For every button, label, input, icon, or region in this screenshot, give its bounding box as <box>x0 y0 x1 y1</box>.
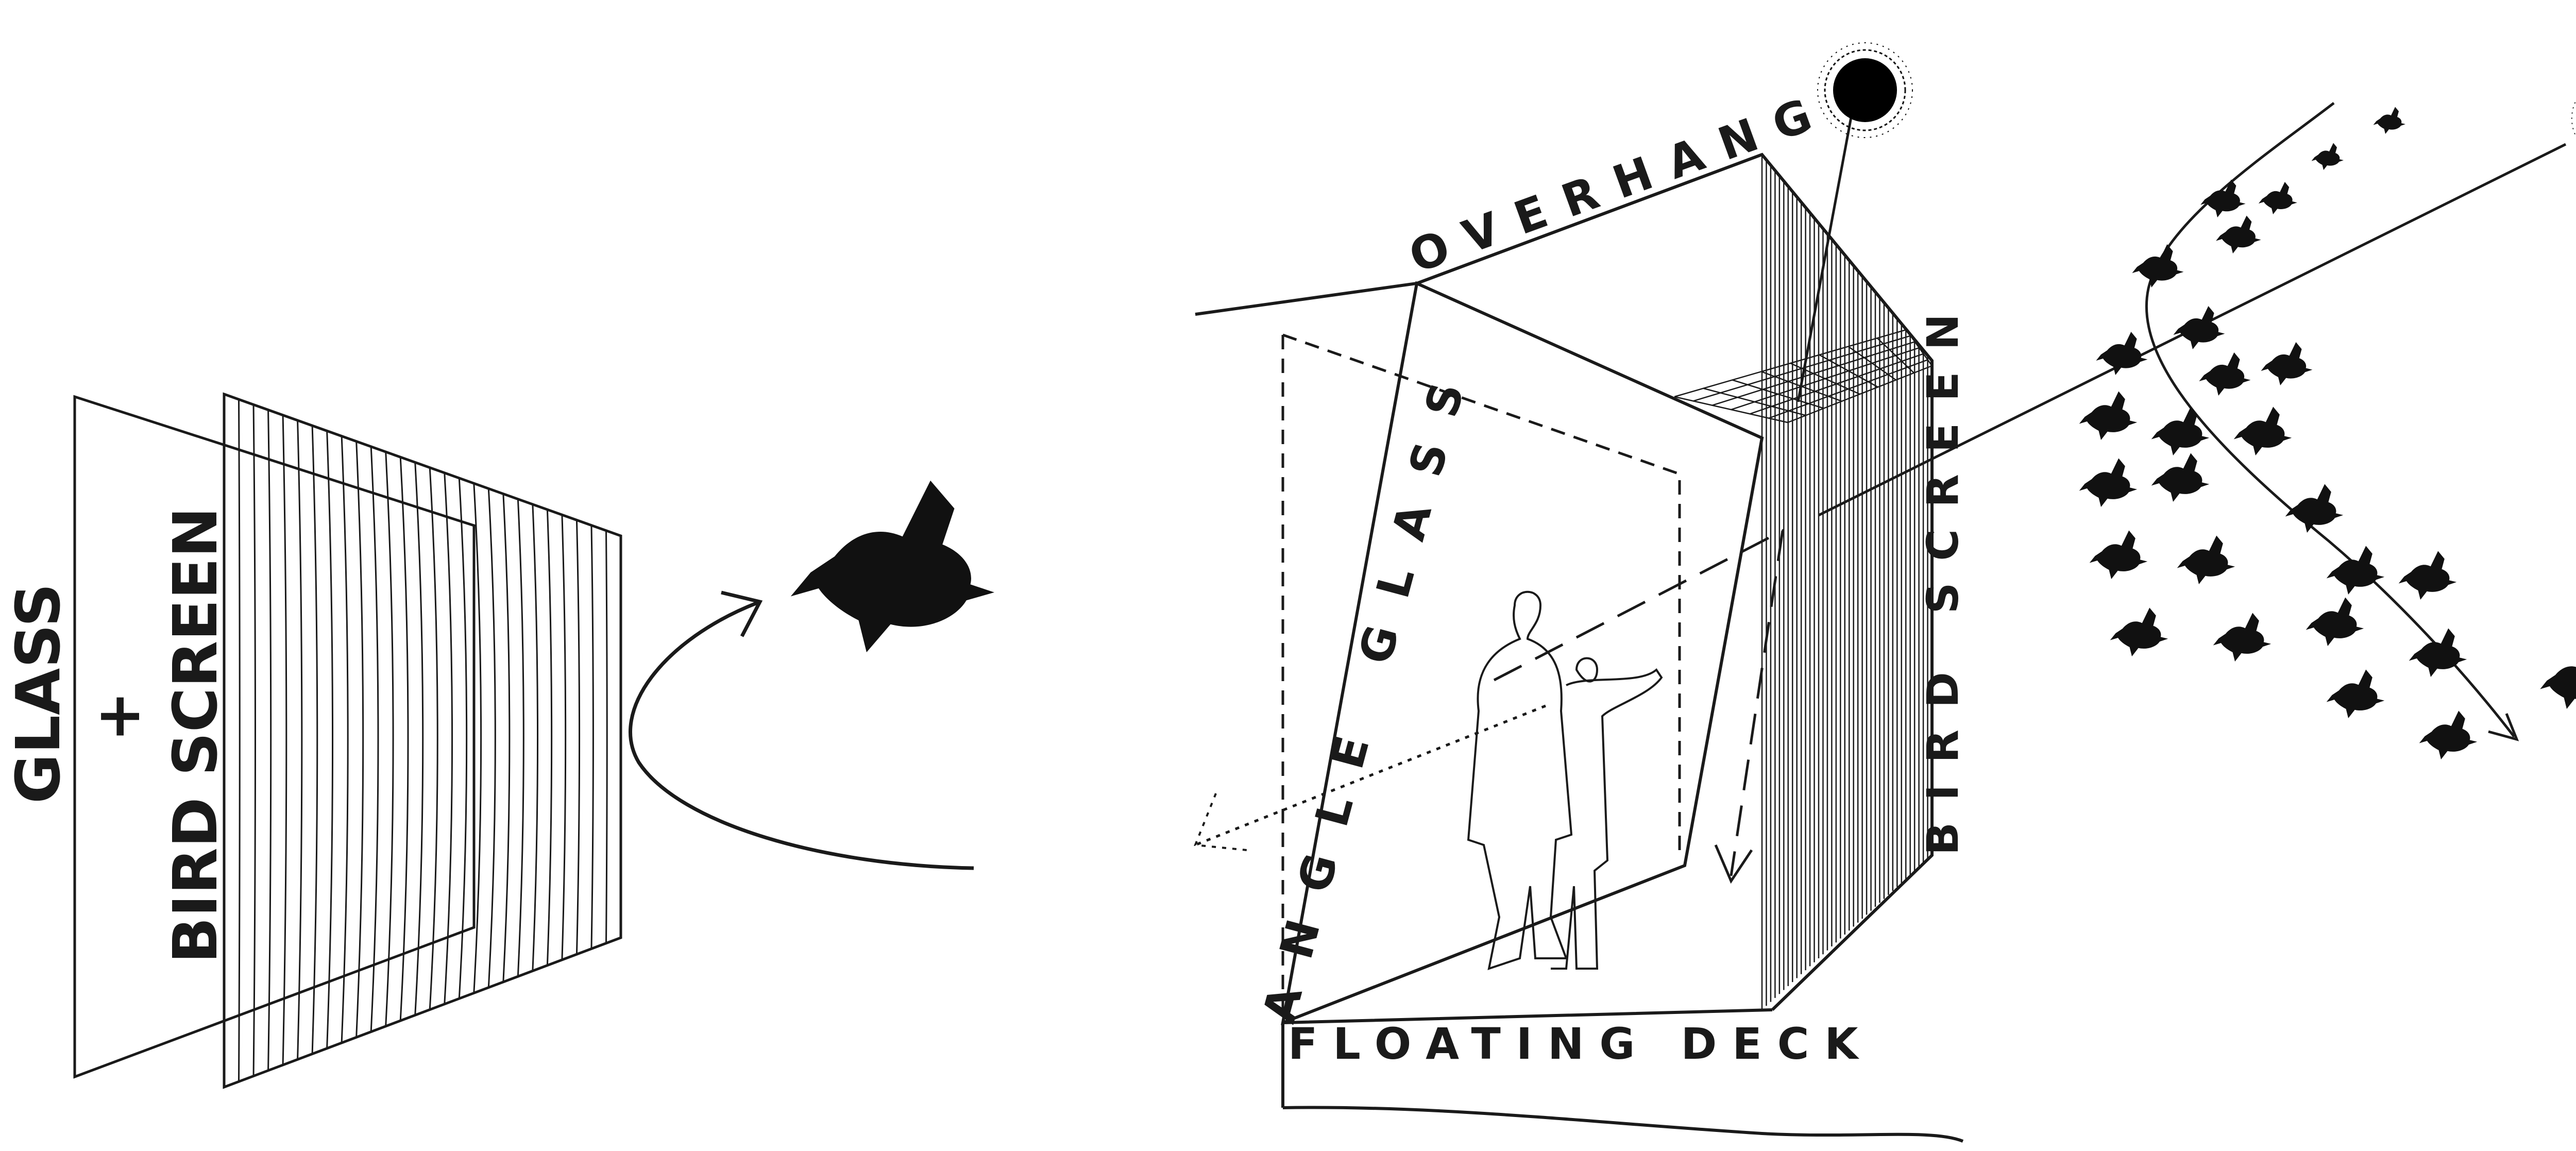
sun-icon-right <box>2571 77 2576 160</box>
label-floating-deck: FLOATING DECK <box>1288 1019 1873 1069</box>
flock-bird-icon <box>2311 143 2344 170</box>
dashed-glass-outline <box>1282 333 1681 850</box>
bird-screen-slats <box>223 394 622 1087</box>
flight-path-arrow <box>629 601 974 870</box>
sun-ray-left <box>1797 97 1856 402</box>
flock-arrow-head <box>2488 713 2519 741</box>
flock-bird-icon <box>2151 407 2210 455</box>
glass-pane <box>73 395 476 1079</box>
box-outline <box>1416 153 1934 1011</box>
ceiling-grid <box>1674 329 1933 424</box>
flock-bird-icon <box>2213 613 2272 662</box>
flight-arrow-head <box>721 590 763 637</box>
label-overhang: OVERHANG <box>1402 82 1837 283</box>
flock-bird-icon <box>2177 535 2235 584</box>
human-figures-icon <box>1467 590 1663 970</box>
sight-line-dashed <box>1493 528 1785 876</box>
bird-screen-frame <box>223 392 622 1089</box>
flock-bird-icon <box>2540 649 2576 709</box>
label-box-bird-screen: BIRD SCREEN <box>1918 292 1968 855</box>
angled-glass-pane <box>1281 281 1764 1025</box>
label-glass: GLASS <box>3 583 74 804</box>
bird-flock-icon <box>2079 107 2576 759</box>
flock-bird-icon <box>2326 546 2385 595</box>
flock-bird-icon <box>2419 710 2478 759</box>
flock-bird-icon <box>2151 453 2210 502</box>
flock-bird-icon <box>2200 179 2246 217</box>
flock-bird-icon <box>2233 407 2292 455</box>
label-bird-screen: BIRD SCREEN <box>160 507 231 963</box>
floating-deck-line <box>1281 1008 1964 1143</box>
flock-bird-icon <box>2258 182 2297 214</box>
flock-bird-icon <box>2306 597 2364 646</box>
flock-bird-icon <box>2079 458 2138 507</box>
flock-bird-icon <box>2398 551 2457 600</box>
bird-icon <box>790 480 994 652</box>
flock-bird-icon <box>2216 215 2261 253</box>
reflection-dotted-line <box>1195 704 1546 847</box>
flock-bird-icon <box>2261 342 2313 385</box>
flock-bird-icon <box>2373 107 2405 134</box>
glass-bird-screen-diagram: GLASS + BIRD SCREEN <box>3 392 994 1089</box>
sight-arrow-head <box>1714 844 1753 884</box>
angled-glass-section-diagram: OVERHANG ANGLE GLASS BIRD SCREEN FLOATIN… <box>1194 42 2576 1143</box>
flock-bird-icon <box>2326 669 2385 718</box>
box-bird-screen-slats <box>1761 155 1933 1010</box>
flock-bird-icon <box>2199 352 2251 396</box>
label-plus: + <box>82 691 154 742</box>
flock-bird-icon <box>2110 607 2168 656</box>
flock-bird-icon <box>2096 332 2148 375</box>
flock-bird-icon <box>2079 391 2138 440</box>
flock-bird-icon <box>2173 306 2225 349</box>
flock-bird-icon <box>2089 530 2148 579</box>
reflection-arrow-head <box>1194 793 1247 851</box>
flock-bird-icon <box>2132 244 2184 287</box>
flock-bird-icon <box>2285 484 2344 533</box>
label-angled-glass: ANGLE GLASS <box>1252 347 1482 1028</box>
